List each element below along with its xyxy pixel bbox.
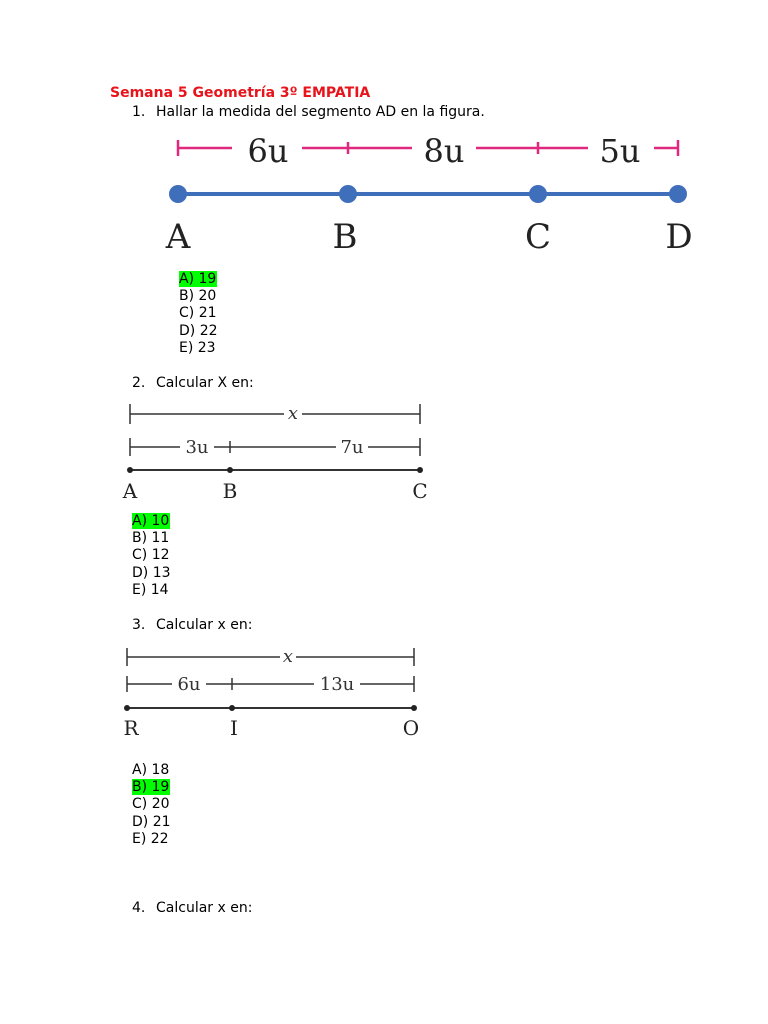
option-a[interactable]: A) 19 — [179, 271, 218, 287]
figure-2-segment-label: 3u — [185, 437, 208, 458]
question-text: Hallar la medida del segmento AD en la f… — [156, 104, 485, 120]
figure-3-point-label: I — [230, 716, 238, 740]
option-c[interactable]: C) 12 — [132, 547, 170, 564]
option-e[interactable]: E) 23 — [179, 339, 216, 356]
figure-3-point-label: R — [123, 716, 139, 740]
figure-2-point-label: A — [122, 479, 138, 503]
option-d[interactable]: D) 13 — [132, 564, 171, 581]
figure-3-point-label: O — [403, 716, 419, 740]
figure-2-point-label: B — [223, 479, 238, 503]
question-number: 4. — [132, 900, 146, 916]
figure-2-total-label: x — [288, 403, 298, 424]
figure-2-point-label: C — [412, 479, 427, 503]
option-a[interactable]: A) 10 — [132, 513, 171, 529]
figure-1-point-label: D — [665, 217, 692, 257]
options-2: A) 10 B) 11 C) 12 D) 13 E) 14 — [132, 513, 172, 599]
option-a[interactable]: A) 18 — [132, 762, 170, 778]
figure-1-point — [339, 185, 357, 203]
figure-1-measure-lines — [176, 140, 680, 156]
question-text: Calcular x en: — [156, 617, 253, 633]
figure-3-segment-label: 13u — [320, 674, 355, 695]
figure-3-segment-diagram: x 6u 13u R I O — [123, 646, 419, 740]
figure-1-segment-label: 8u — [424, 132, 465, 170]
option-d[interactable]: D) 21 — [132, 813, 171, 830]
option-b[interactable]: B) 19 — [132, 779, 171, 796]
question-text: Calcular x en: — [156, 900, 253, 916]
question-3: 3. Calcular x en: — [132, 616, 252, 634]
figure-1-point-label: B — [333, 217, 358, 257]
option-d[interactable]: D) 22 — [179, 322, 218, 339]
figure-2-segment-label: 7u — [340, 437, 363, 458]
figure-1-segment-label: 6u — [248, 132, 289, 170]
figure-1-segment-label: 5u — [600, 132, 641, 170]
option-e[interactable]: E) 22 — [132, 830, 169, 847]
figure-3-segment-label: 6u — [177, 674, 200, 695]
option-c[interactable]: C) 21 — [179, 305, 217, 322]
figure-1-point-label: C — [525, 217, 551, 257]
question-4: 4. Calcular x en: — [132, 899, 252, 917]
option-b[interactable]: B) 11 — [132, 530, 170, 547]
figure-1-point — [669, 185, 687, 203]
figure-1-point-label: A — [165, 217, 191, 257]
figure-1-point — [529, 185, 547, 203]
question-number: 3. — [132, 617, 146, 633]
question-number: 2. — [132, 375, 146, 391]
figure-3-total-label: x — [283, 646, 293, 667]
figure-1-point — [169, 185, 187, 203]
question-2: 2. Calcular X en: — [132, 374, 254, 392]
question-1: 1. Hallar la medida del segmento AD en la… — [132, 103, 485, 121]
figure-2-segment-diagram: x 3u 7u A B C — [122, 403, 428, 503]
option-e[interactable]: E) 14 — [132, 581, 169, 598]
options-1: A) 19 B) 20 C) 21 D) 22 E) 23 — [179, 271, 219, 357]
option-c[interactable]: C) 20 — [132, 796, 170, 813]
options-3: A) 18 B) 19 C) 20 D) 21 E) 22 — [132, 762, 172, 848]
question-number: 1. — [132, 104, 146, 120]
option-b[interactable]: B) 20 — [179, 288, 217, 305]
page-title: Semana 5 Geometría 3º EMPATIA — [110, 85, 371, 101]
figure-1-segment-diagram: 6u 8u 5u A B C D — [165, 132, 693, 257]
question-text: Calcular X en: — [156, 375, 254, 391]
